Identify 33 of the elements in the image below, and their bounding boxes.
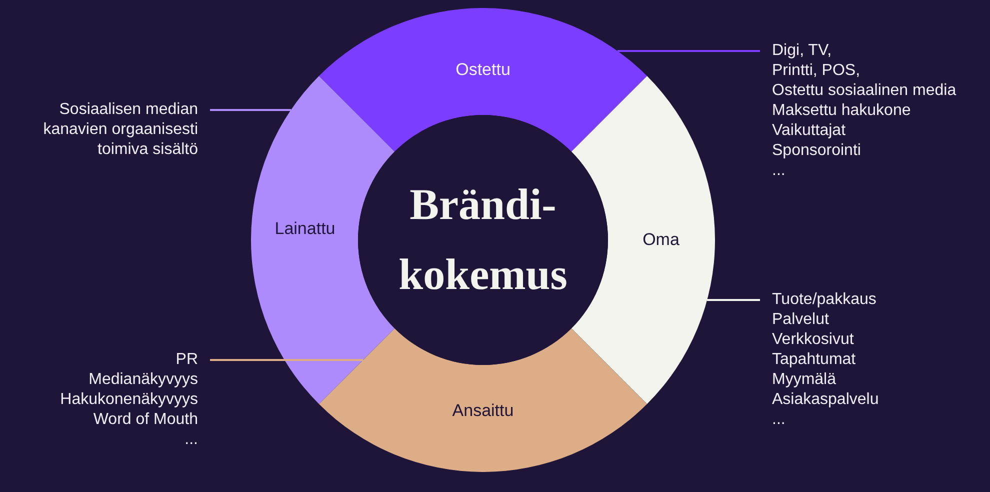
list-item: Hakukonenäkyvyys (60, 390, 198, 410)
list-item: Palvelut (772, 310, 829, 330)
list-item: Maksettu hakukone (772, 101, 911, 121)
list-item: Medianäkyvyys (88, 370, 198, 390)
donut-segment (571, 75, 715, 405)
segment-label: Lainattu (274, 219, 336, 239)
center-title: Brändi-kokemus (398, 179, 568, 301)
donut-segment (318, 328, 648, 472)
list-item: Vaikuttajat (772, 121, 846, 141)
segment-label: Ostettu (456, 60, 510, 80)
leader-line (707, 299, 760, 301)
donut-segment (251, 75, 395, 405)
list-item: Tuote/pakkaus (772, 290, 876, 310)
list-item: Ostettu sosiaalinen media (772, 81, 956, 101)
callout-text: Sosiaalisen median kanavien orgaanisesti toimiva sisältö (20, 100, 198, 160)
leader-line (210, 359, 363, 361)
list-item: Printti, POS, (772, 61, 860, 81)
segment-label: Ansaittu (452, 401, 514, 421)
leader-line (210, 109, 291, 111)
list-item: ... (184, 430, 198, 450)
list-item: ... (772, 161, 786, 181)
segment-label: Oma (642, 230, 680, 250)
list-item: Asiakaspalvelu (772, 390, 879, 410)
list-item: PR (176, 350, 198, 370)
list-item: Tapahtumat (772, 350, 856, 370)
donut-segment (318, 8, 648, 152)
list-item: Word of Mouth (93, 410, 198, 430)
list-item: Myymälä (772, 370, 836, 390)
list-item: Verkkosivut (772, 330, 854, 350)
leader-line (618, 50, 760, 52)
list-item: Digi, TV, (772, 41, 832, 61)
list-item: ... (772, 410, 786, 430)
list-item: Sponsorointi (772, 141, 861, 161)
